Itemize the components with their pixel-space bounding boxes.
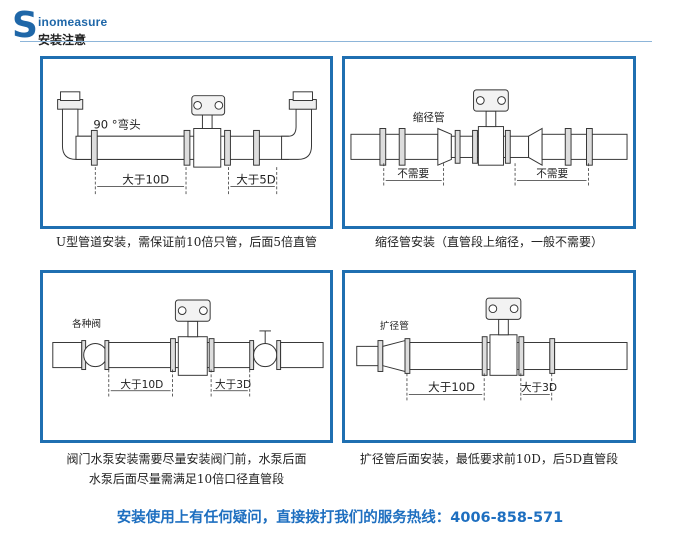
caption-line-2: 水泵后面尽量需满足10倍口径直管段: [88, 472, 285, 486]
logo-letter: S: [12, 5, 38, 46]
panel-reducer: 缩径管 不需要 不需要: [342, 56, 636, 229]
panel-valve-pump: 各种阀 大于10D 大于3D: [40, 270, 333, 443]
expander-label: 扩径管: [380, 320, 409, 332]
valve-label: 各种阀: [72, 318, 101, 330]
header-divider: [20, 41, 652, 42]
downstream-label: 大于3D: [521, 381, 557, 394]
u-pipe-diagram: 90 °弯头 大于10D 大于5D: [57, 91, 317, 195]
company-logo: S inomeasure 安装注意: [12, 5, 122, 48]
brand-name: inomeasure: [38, 15, 108, 29]
expander-diagram: 扩径管 大于10D 大于3D: [356, 297, 628, 401]
downstream-label: 大于5D: [236, 173, 276, 187]
downstream-label: 不需要: [536, 167, 568, 180]
upstream-label: 大于10D: [120, 378, 163, 391]
page-title: 安装注意: [38, 33, 87, 47]
elbow-label: 90 °弯头: [93, 118, 140, 132]
panel-expander: 扩径管 大于10D 大于3D: [342, 270, 636, 443]
upstream-label: 大于10D: [122, 173, 169, 187]
caption-reducer: 缩径管安装（直管段上缩径，一般不需要）: [374, 235, 603, 249]
caption-line-1: 阀门水泵安装需要尽量安装阀门前，水泵后面: [66, 452, 307, 466]
service-hotline: 安装使用上有任何疑问，直接拨打我们的服务热线：4006-858-571: [116, 510, 564, 526]
upstream-label: 大于10D: [428, 380, 475, 394]
upstream-label: 不需要: [397, 167, 429, 180]
reducer-label: 缩径管: [413, 111, 445, 124]
downstream-label: 大于3D: [215, 378, 251, 391]
caption-expander: 扩径管后面安装，最低要求前10D，后5D直管段: [359, 452, 619, 466]
caption-u-pipe: U型管道安装，需保证前10倍只管，后面5倍直管: [55, 235, 318, 249]
caption-valve-pump: 阀门水泵安装需要尽量安装阀门前，水泵后面 水泵后面尽量需满足10倍口径直管段: [40, 449, 333, 489]
panel-u-pipe: 90 °弯头 大于10D 大于5D: [40, 56, 333, 229]
valve-pump-diagram: 各种阀 大于10D 大于3D: [52, 299, 324, 399]
reducer-diagram: 缩径管 不需要 不需要: [350, 89, 628, 187]
